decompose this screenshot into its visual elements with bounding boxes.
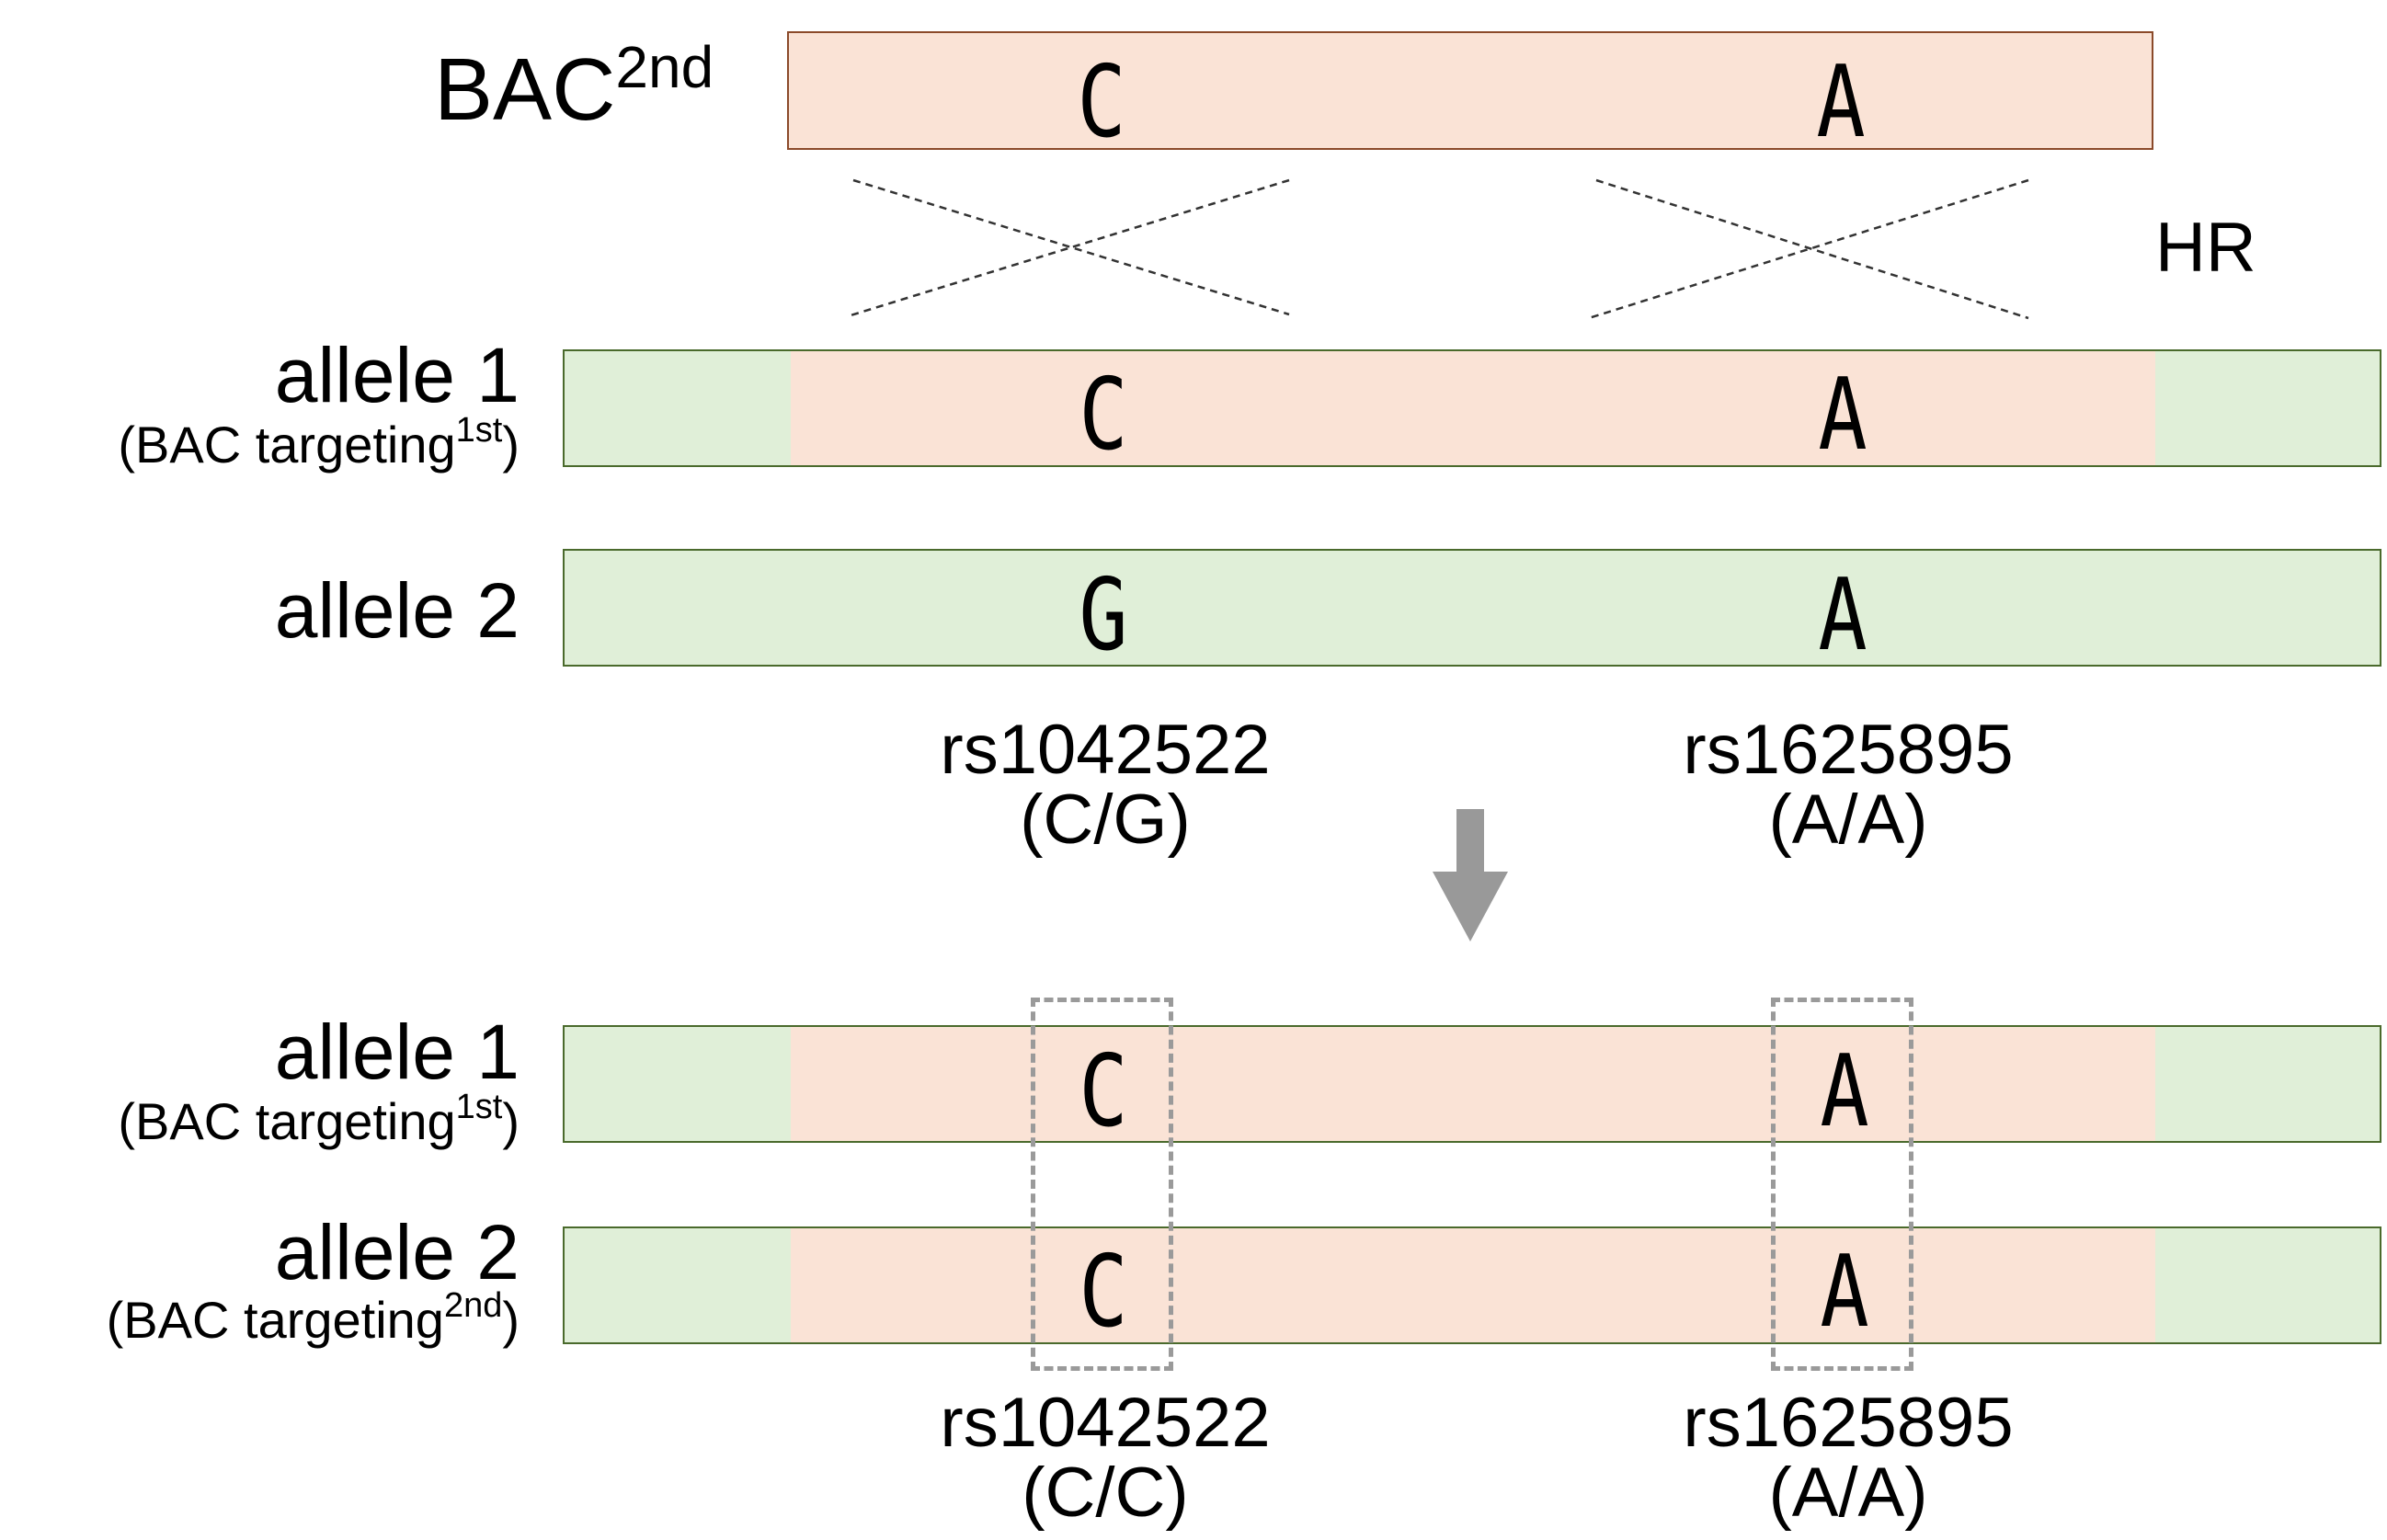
upper-allele1-base-2: A [1818,358,1867,473]
bac-top-base-1: C [1077,45,1126,160]
lower-allele2-base-2: A [1820,1235,1869,1350]
upper-snp-1-genotype: (C/G) [1020,781,1191,859]
bac-2nd-bar [787,31,2153,150]
hr-label: HR [2155,209,2256,287]
bac-2nd-label: BAC2nd [434,38,714,134]
lower-snp-2-genotype: (A/A) [1768,1454,1928,1532]
upper-allele1-bac-region [791,351,2155,465]
lower-allele1-bar [563,1025,2381,1143]
bac-top-base-2: A [1816,45,1866,160]
lower-allele2-sublabel: (BAC targeting2nd) [107,1288,520,1346]
lower-allele2-bar [563,1226,2381,1344]
bac-label-text: BAC [434,40,616,139]
lower-allele2-bac-region [791,1228,2155,1342]
lower-allele1-base-1: C [1079,1034,1128,1149]
lower-allele2-sub-suffix: ) [502,1291,520,1349]
crossover-lines [847,178,2029,320]
upper-snp-2: rs1625895 (A/A) [1572,715,2124,855]
upper-snp-2-id: rs1625895 [1683,711,2014,789]
crossover-line-left-a [852,178,1290,316]
lower-allele2-label: allele 2 [274,1209,520,1295]
upper-allele1-sub-prefix: (BAC targeting [118,416,456,473]
upper-allele2-label: allele 2 [274,567,520,654]
bac-label-sup: 2nd [615,33,714,100]
upper-allele1-label: allele 1 [274,332,520,418]
lower-allele1-label: allele 1 [274,1009,520,1095]
lower-allele2-sub-sup: 2nd [443,1286,503,1326]
upper-allele1-sub-sup: 1st [455,411,503,451]
upper-allele2-bar [563,549,2381,667]
lower-allele2-sub-prefix: (BAC targeting [106,1291,444,1349]
lower-snp-2: rs1625895 (A/A) [1572,1388,2124,1528]
lower-snp-2-id: rs1625895 [1683,1384,2014,1462]
snp-highlight-box-2 [1771,998,1913,1371]
upper-allele2-base-2: A [1818,558,1867,673]
lower-snp-1-genotype: (C/C) [1022,1454,1189,1532]
down-arrow-icon [1433,809,1508,941]
lower-allele1-sublabel: (BAC targeting1st) [118,1089,520,1147]
lower-allele1-sub-sup: 1st [455,1088,503,1127]
upper-snp-1-id: rs1042522 [940,711,1271,789]
crossover-line-right-a [1595,178,2029,320]
snp-highlight-box-1 [1031,998,1173,1371]
upper-snp-1: rs1042522 (C/G) [829,715,1381,855]
upper-allele1-bar [563,349,2381,467]
lower-allele2-base-1: C [1079,1235,1128,1350]
lower-snp-1: rs1042522 (C/C) [829,1388,1381,1528]
upper-allele1-sublabel: (BAC targeting1st) [118,413,520,473]
upper-allele2-base-1: G [1079,558,1128,673]
lower-snp-1-id: rs1042522 [940,1384,1271,1462]
upper-snp-2-genotype: (A/A) [1768,781,1928,859]
crossover-line-left-b [847,178,1290,318]
lower-allele1-sub-prefix: (BAC targeting [118,1092,456,1150]
lower-allele1-base-2: A [1820,1034,1869,1149]
lower-allele1-bac-region [791,1027,2155,1141]
lower-allele1-sub-suffix: ) [502,1092,520,1150]
upper-allele1-sub-suffix: ) [502,416,520,473]
upper-allele1-base-1: C [1079,358,1128,473]
